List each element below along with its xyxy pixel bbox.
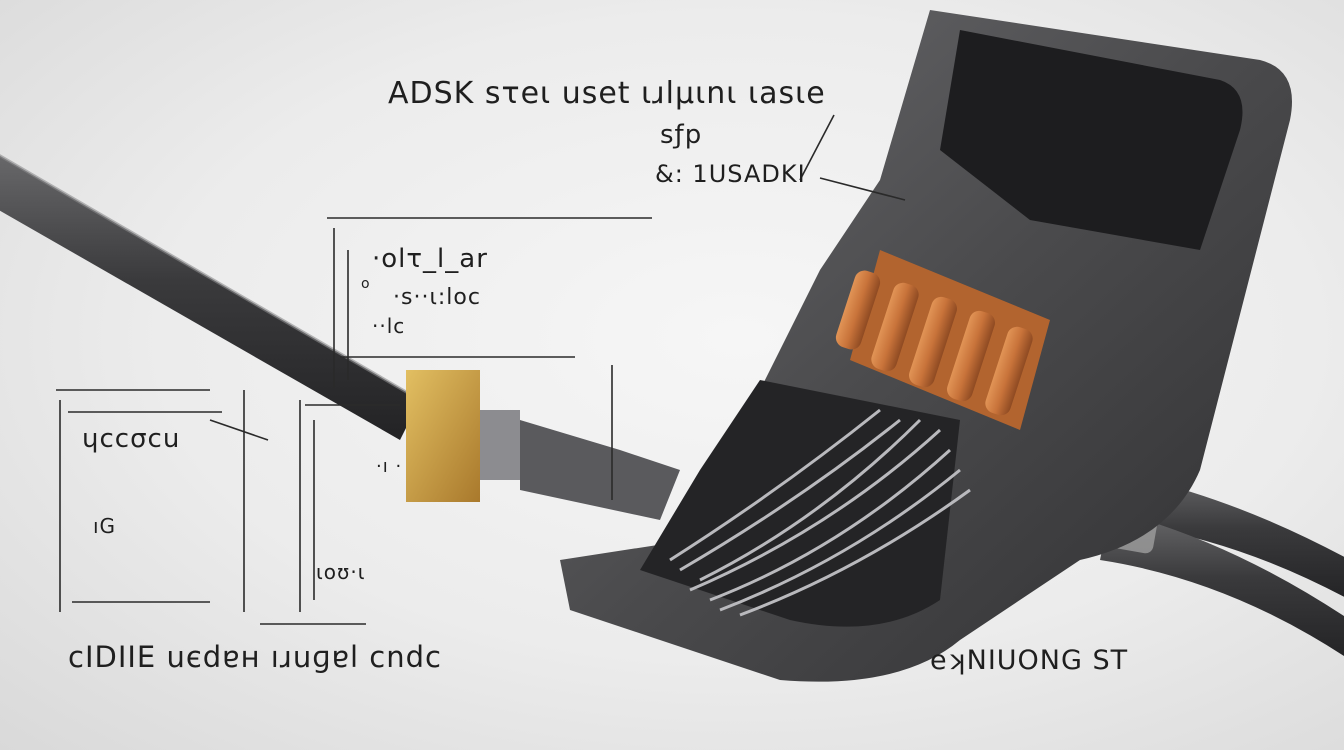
bottom-left-caption: cIDIIE uєdɐн ıɹuɡɐl cndc [68,640,442,674]
gold-contact [406,370,680,520]
box-annotation-7: ιoʊ·ι [316,560,366,584]
box-annotation-4: ·ı · [376,456,403,477]
sub-annotation-1: sƒp [660,120,703,150]
annotation-lines [56,114,906,625]
left-cable [0,154,421,440]
box-annotation-3: ··lc [372,314,406,338]
box-annotation-2: ·s··ι:loc [393,285,481,310]
sub-annotation-2: &: 1USADKI [655,160,806,188]
bottom-right-caption: eʞNIUONG ST [930,645,1129,676]
box-annotation-6: ıG [93,514,117,538]
box-annotation-1: ·olτ_l_ar [372,244,488,274]
box-annotation-5: ɥccσcu [82,424,181,454]
copper-contacts [835,250,1050,430]
wire-bundle [669,408,971,617]
top-title-annotation: ADSK sτeι uset ιɹlμιnι ιasιe [388,76,826,111]
box-annotation-o: o [361,276,371,292]
